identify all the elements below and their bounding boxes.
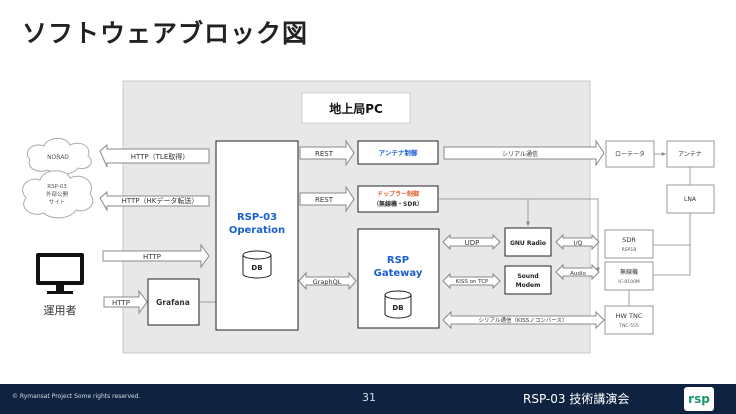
rotator-box [605,140,655,168]
operation-db-label: DB [251,264,262,272]
public-site-label-3: サイト [49,199,66,206]
user-monitor-icon [36,253,84,294]
gateway-db-label: DB [392,304,403,312]
gateway-title-1: RSP [387,255,409,266]
operation-title-1: RSP-03 [237,212,277,223]
arrow-rest-antenna-label: REST [315,150,334,158]
gateway-db-cylinder: DB [384,290,412,319]
arrow-http-hk-label: HTTP（HKデータ転送） [122,196,199,205]
sdr-label: SDR [622,236,636,244]
arrow-rest-doppler: REST [299,185,355,213]
lna-label: LNA [684,196,697,203]
sound-modem-label-2: Modem [516,282,541,289]
doppler-to-radio-line [438,198,600,272]
page-title: ソフトウェアブロック図 [22,19,309,48]
arrow-iq: I/Q [555,233,600,251]
arrow-http-tle-label: HTTP（TLE取得） [131,152,190,161]
radio-box [604,261,654,291]
antenna-control-box [357,140,439,165]
arrow-http-grafana-label: HTTP [112,299,130,307]
arrow-serial-antenna: シリアル通信 [443,139,605,167]
gnu-radio-label: GNU Radio [510,240,546,247]
public-site-cloud: RSP-03 外部公開 サイト [22,170,94,219]
rotator-label: ローテータ [615,150,645,158]
arrow-rest-doppler-label: REST [315,196,334,204]
tnc-model: TNC-555 [618,323,639,329]
arrow-serial-kiss: シリアル通信（KISSノコンバース） [442,310,605,330]
arrow-graphql: GraphQL [298,271,357,291]
arrow-audio-label: Audio [570,271,586,277]
operation-title-2: Operation [229,225,285,236]
rsp-logo: rsp [684,387,714,411]
doppler-control-box [357,185,439,213]
grafana-label: Grafana [156,298,190,307]
arrow-kiss-tcp-label: KISS on TCP [456,279,489,285]
operation-box [215,140,299,331]
arrow-http-user: HTTP [102,243,210,269]
sdr-box [604,229,654,259]
arrow-kiss-tcp: KISS on TCP [442,272,501,290]
arrow-http-grafana: HTTP [103,289,148,315]
operation-db-cylinder: DB [242,250,272,279]
arrow-serial-kiss-label: シリアル通信（KISSノコンバース） [479,316,568,324]
gnu-radio-box [504,227,552,257]
norad-cloud: NORAD [26,137,92,175]
antenna-control-label: アンテナ制御 [379,148,418,157]
sound-modem-box [504,265,552,295]
norad-label: NORAD [47,154,69,161]
arrow-serial-antenna-label: シリアル通信 [502,150,538,158]
sdr-model: RSP1B [622,247,637,253]
public-site-label-2: 外部公開 [46,190,69,198]
grafana-box [147,278,200,326]
footer-page-number: 31 [362,391,376,404]
ground-station-pc-area [122,80,591,354]
pc-label-box [301,92,411,124]
footer-bar: © Rymansat Project Some rights reserved.… [0,384,736,414]
antenna-label: アンテナ [678,151,702,158]
gateway-title-2: Gateway [374,268,423,279]
footer-event-title: RSP-03 技術講演会 [523,392,630,406]
doppler-control-label-2: （無線機・SDR） [373,200,423,208]
tnc-label: HW TNC [616,312,643,320]
lna-box [666,184,715,214]
doppler-control-label-1: ドップラー制御 [377,190,419,198]
public-site-label-1: RSP-03 [47,184,67,190]
arrow-audio: Audio [555,263,600,281]
arrow-udp: UDP [442,233,501,251]
arrow-rest-antenna: REST [299,139,355,167]
radio-label: 無線機 [620,268,638,276]
footer-copyright: © Rymansat Project Some rights reserved. [12,393,141,400]
tnc-box [604,305,654,335]
lna-radio-line [653,213,691,276]
arrow-http-hk: HTTP（HKデータ転送） [99,190,210,212]
arrow-udp-label: UDP [465,239,480,247]
arrow-graphql-label: GraphQL [313,278,342,286]
user-label: 運用者 [44,304,77,317]
arrow-http-user-label: HTTP [143,253,161,261]
arrow-http-tle: HTTP（TLE取得） [99,143,210,168]
antenna-box [666,140,715,168]
radio-model: IC-9100M [618,279,640,285]
sound-modem-label-1: Sound [517,273,538,280]
pc-label: 地上局PC [329,101,383,116]
software-block-diagram: 地上局PC NORAD RSP-03 外部公開 サイト 運用者 HTTP（TLE… [22,80,715,354]
arrow-iq-label: I/Q [574,240,583,247]
